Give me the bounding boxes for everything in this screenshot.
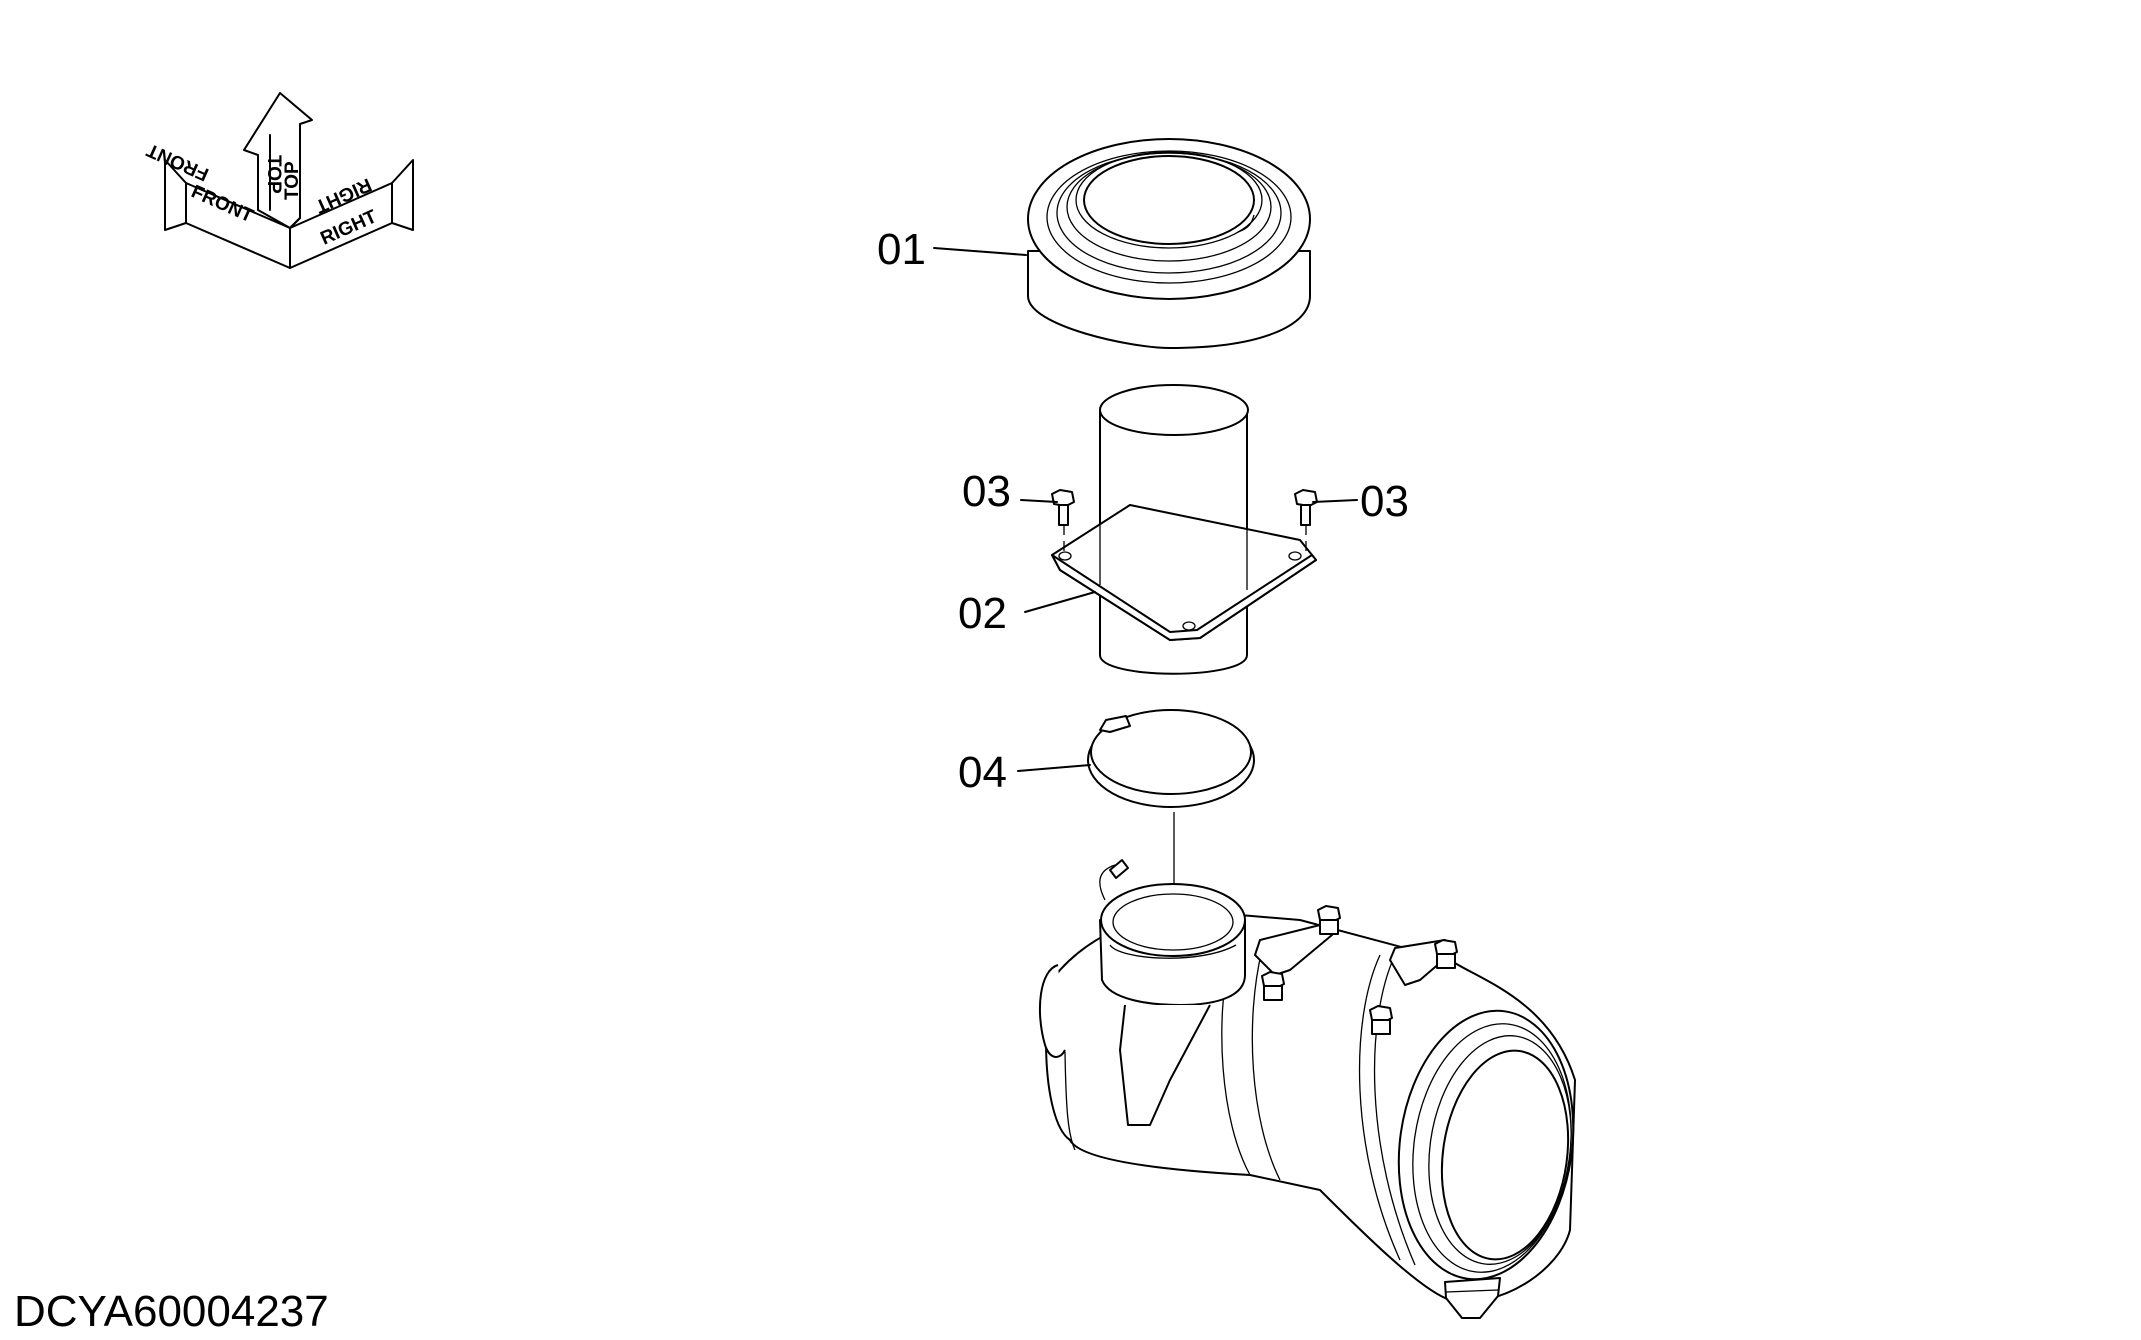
- callout-03-right: 03: [1360, 477, 1409, 526]
- band-bolt: [1369, 1005, 1393, 1035]
- callout-04: 04: [958, 748, 1007, 797]
- air-cleaner-housing: [1038, 859, 1576, 1319]
- band-bolt: [1317, 905, 1341, 935]
- orientation-top-label: TOP: [263, 155, 284, 194]
- part-04-hose-clamp: [1087, 709, 1255, 808]
- leader-lines: [933, 247, 1358, 772]
- right-arrow: [289, 159, 414, 269]
- drawing-id: DCYA60004237: [14, 1287, 329, 1335]
- orientation-top-label-mirror: TOP: [282, 161, 303, 200]
- callout-03-left: 03: [962, 467, 1011, 516]
- part-03-bolt-right: [1294, 489, 1318, 552]
- callout-02: 02: [958, 589, 1007, 638]
- top-arrow: [243, 92, 313, 229]
- part-02-inlet-tube: [1051, 384, 1317, 675]
- band-bolt: [1261, 971, 1285, 1001]
- part-01-cover-cap: [1027, 138, 1311, 349]
- orientation-indicator: FRONT FRONT TOP TOP RIGHT RIGHT: [143, 92, 414, 269]
- callout-01: 01: [877, 225, 926, 274]
- band-bolt: [1434, 939, 1458, 969]
